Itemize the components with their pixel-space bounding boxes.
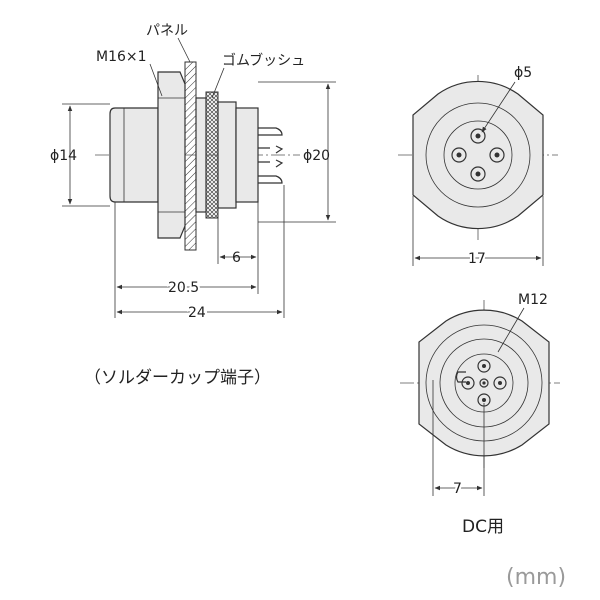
label-m12: M12 [518,292,548,308]
leader-phi5 [481,81,516,133]
dc-key-notch [455,371,466,383]
label-panel: パネル [146,23,188,39]
solder-cups [258,127,284,184]
side-view: ϕ14 ϕ20 M16×1 パネル ゴムブッシュ 6 20.5 24 [50,23,336,323]
label-dc: DC用 [462,517,504,537]
unit-label: (mm) [506,565,566,590]
rear-body [195,97,207,213]
rubber-grommet [205,91,219,219]
rear-housing [235,107,259,203]
panel [184,61,197,251]
label-thread: M16×1 [96,49,147,65]
label-dim-20-5: 20.5 [168,280,199,296]
plug-front [109,107,159,203]
label-phi20: ϕ20 [303,148,330,164]
label-dim-24: 24 [188,305,206,321]
label-phi5: ϕ5 [514,65,532,81]
dc-pins [461,359,507,407]
front-view: ϕ5 17 [398,65,558,269]
front-hex-circle [412,80,544,230]
label-dim-7: 7 [453,481,462,497]
front-pins [451,128,505,182]
rear-flange [217,101,237,209]
leader-m12 [497,307,525,353]
caption-solder-cup: （ソルダーカップ端子） [84,368,271,388]
label-dim-6: 6 [232,250,241,266]
label-grommet: ゴムブッシュ [222,52,305,69]
label-phi14: ϕ14 [50,148,77,164]
label-dim-17: 17 [468,251,486,267]
dc-view: M12 7 DC用 [400,292,560,537]
hex-nut [157,71,186,239]
